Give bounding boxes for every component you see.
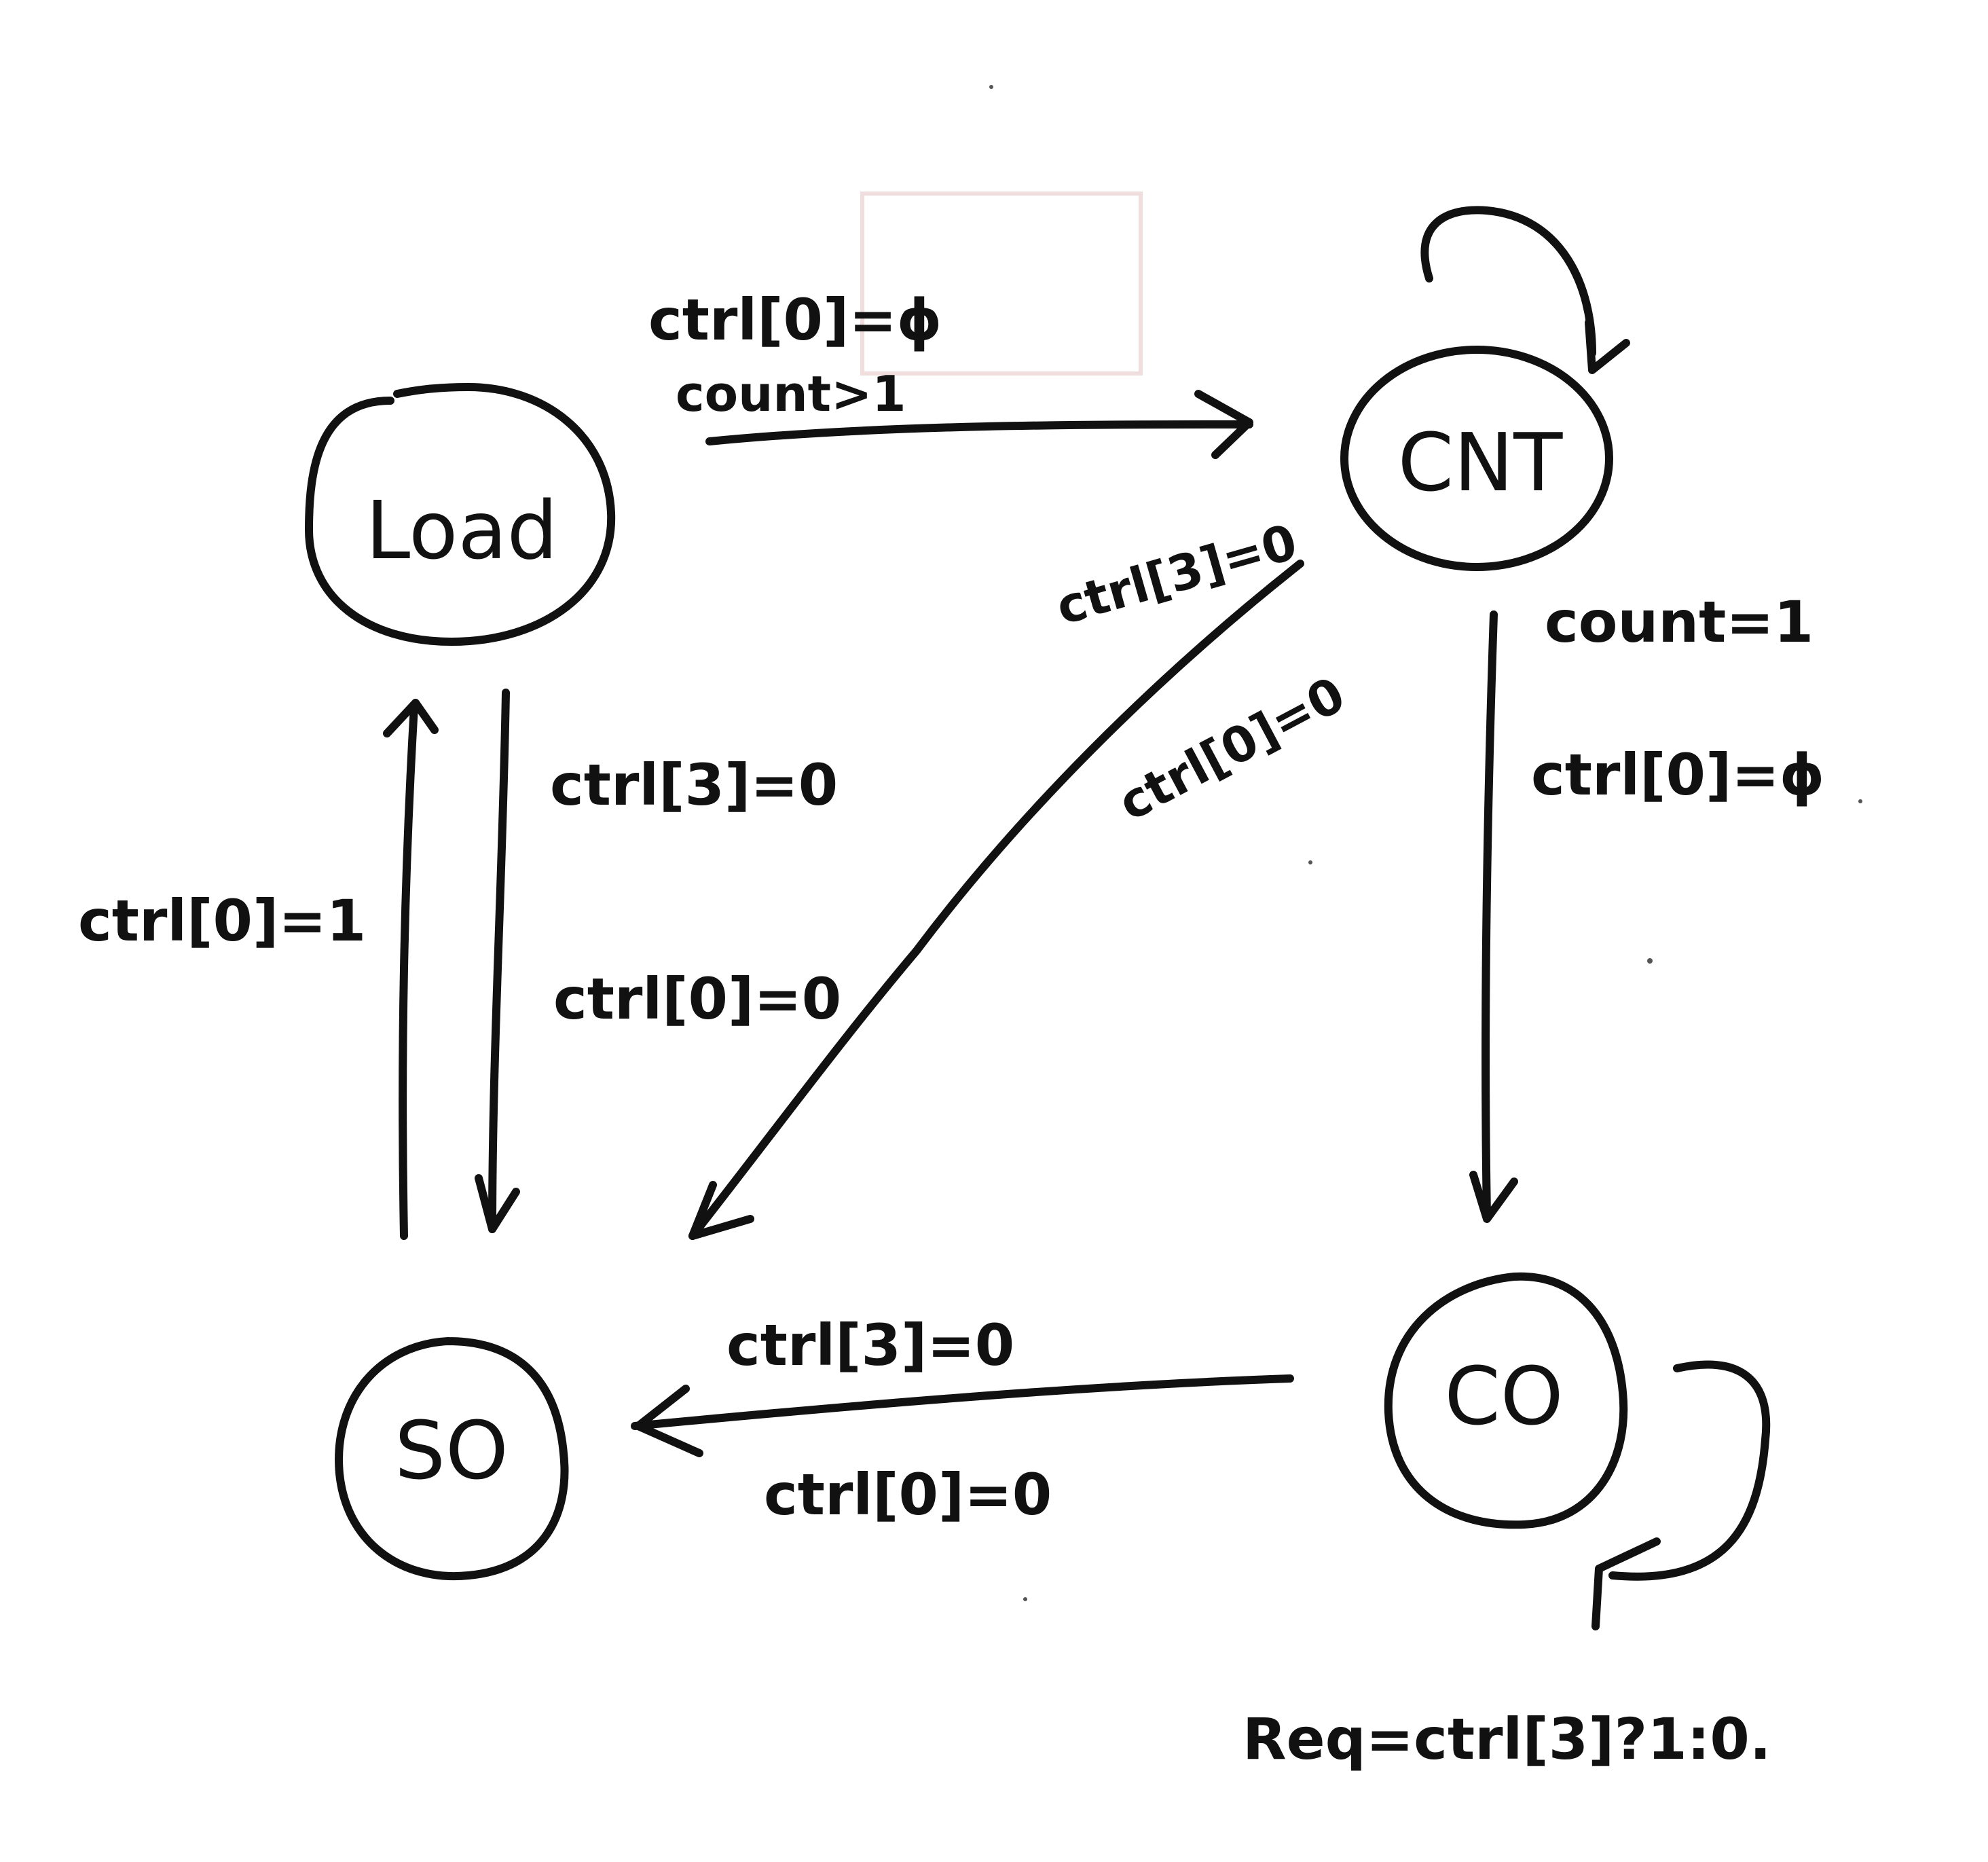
transition-load-to-so-arrowhead bbox=[475, 1174, 520, 1233]
state-cnt-label: CNT bbox=[1398, 416, 1564, 509]
transition-cnt-to-co: count=1 ctrl[0]=ϕ bbox=[1469, 589, 1825, 1223]
transition-cnt-to-so-line bbox=[688, 560, 1304, 1240]
transition-so-to-load-label-1: ctrl[0]=1 bbox=[78, 888, 366, 954]
transition-co-to-so-arrowhead bbox=[634, 1385, 703, 1457]
transition-cnt-to-so-label-2: ctrl[0]=0 bbox=[1109, 665, 1354, 832]
stray-dot bbox=[989, 85, 993, 89]
state-so-circle bbox=[335, 1337, 569, 1581]
transition-cnt-self-loop bbox=[1420, 206, 1596, 357]
transition-cnt-to-co-arrowhead bbox=[1469, 1171, 1518, 1223]
stray-dot bbox=[1023, 1597, 1027, 1601]
transition-load-to-cnt: ctrl[0]=ϕ count>1 bbox=[648, 287, 1253, 459]
transition-load-to-cnt-label-1: ctrl[0]=ϕ bbox=[648, 287, 942, 353]
stray-dot bbox=[1858, 799, 1862, 803]
transition-cnt-to-co-line bbox=[1481, 610, 1498, 1220]
transition-load-to-so-line bbox=[488, 689, 510, 1233]
transition-load-to-so: ctrl[3]=0 ctrl[0]=0 bbox=[475, 689, 841, 1233]
state-co-label: CO bbox=[1444, 1349, 1563, 1443]
transition-so-to-load-line bbox=[399, 702, 418, 1240]
transition-so-to-load-arrowhead bbox=[383, 699, 439, 737]
transition-cnt-to-co-label-1: count=1 bbox=[1545, 589, 1814, 655]
transition-co-self: Req=ctrl[3]?1:0. bbox=[1242, 1360, 1771, 1772]
state-cnt: CNT bbox=[1340, 346, 1613, 571]
state-load-circle bbox=[305, 383, 616, 646]
stray-dot bbox=[1647, 958, 1653, 964]
state-co-circle bbox=[1384, 1272, 1628, 1529]
state-co: CO bbox=[1384, 1272, 1628, 1529]
transition-co-self-loop bbox=[1608, 1360, 1771, 1581]
transition-co-to-so-label-2: ctrl[0]=0 bbox=[764, 1461, 1052, 1528]
transition-co-self-arrowhead bbox=[1591, 1537, 1661, 1630]
state-load-label: Load bbox=[365, 483, 557, 577]
transition-cnt-to-so: ctrl[3]=0 ctrl[0]=0 bbox=[688, 513, 1354, 1240]
transition-load-to-cnt-label-2: count>1 bbox=[676, 365, 906, 422]
transition-load-to-cnt-line bbox=[705, 420, 1253, 445]
transition-co-to-so-label-1: ctrl[3]=0 bbox=[726, 1312, 1014, 1379]
stray-dot bbox=[1308, 860, 1312, 864]
state-so: SO bbox=[335, 1337, 569, 1581]
state-so-label: SO bbox=[394, 1404, 509, 1497]
state-load: Load bbox=[305, 383, 616, 646]
transition-cnt-self-arrowhead bbox=[1585, 318, 1630, 374]
state-cnt-circle bbox=[1340, 346, 1613, 571]
transition-load-to-so-label-1: ctrl[3]=0 bbox=[550, 752, 838, 818]
transition-cnt-to-so-label-1: ctrl[3]=0 bbox=[1050, 513, 1304, 636]
transition-so-to-load: ctrl[0]=1 bbox=[78, 699, 439, 1240]
transition-load-to-cnt-arrowhead bbox=[1194, 390, 1253, 459]
transition-co-to-so-line bbox=[631, 1374, 1294, 1430]
faint-background-mark bbox=[860, 191, 1143, 376]
transition-cnt-to-so-arrowhead bbox=[688, 1181, 754, 1240]
transition-load-to-so-label-2: ctrl[0]=0 bbox=[553, 966, 841, 1032]
transition-cnt-self bbox=[1420, 206, 1630, 374]
transition-co-self-label-1: Req=ctrl[3]?1:0. bbox=[1242, 1706, 1771, 1772]
transition-co-to-so: ctrl[3]=0 ctrl[0]=0 bbox=[631, 1312, 1294, 1528]
transition-cnt-to-co-label-2: ctrl[0]=ϕ bbox=[1531, 742, 1825, 808]
